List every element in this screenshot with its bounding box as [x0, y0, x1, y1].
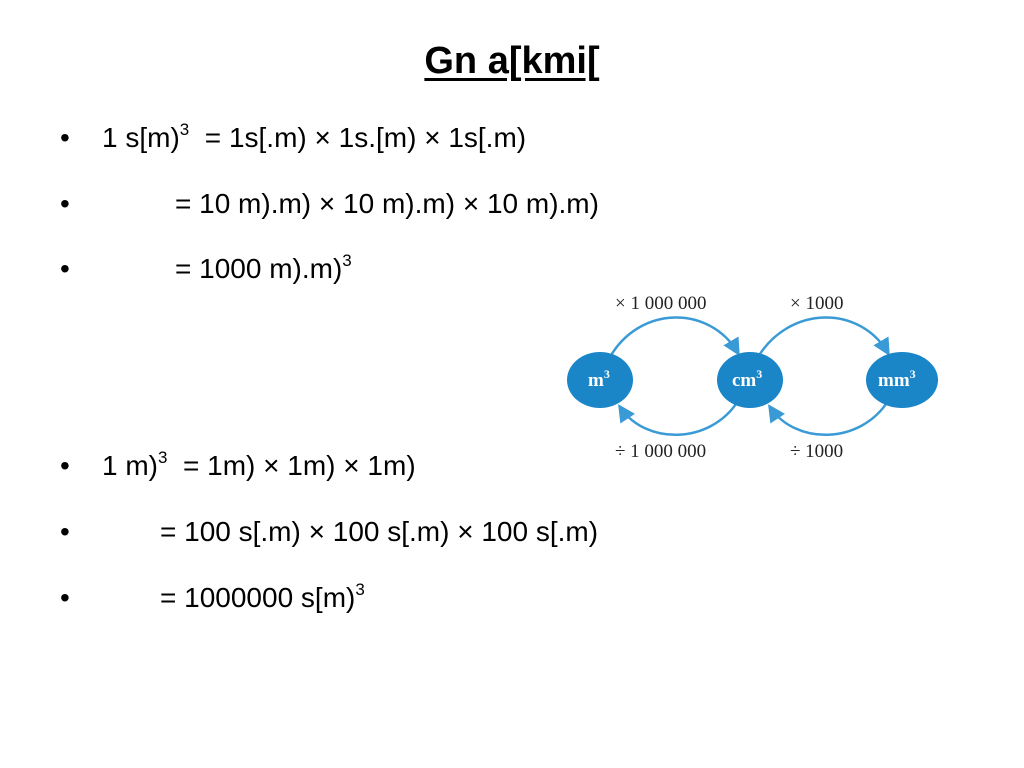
- node-m3-label: m3: [588, 367, 610, 391]
- bullet-text: = 1000 m).m)3: [175, 251, 352, 284]
- bullet-marker: •: [60, 188, 70, 219]
- node-m3: m3: [567, 352, 633, 408]
- bullet-marker: •: [60, 516, 70, 547]
- node-cm3-label: cm3: [732, 367, 762, 391]
- slide-title: Gn a[kmi[: [424, 40, 600, 82]
- bullet-item: • = 1000 m).m)3: [60, 247, 960, 291]
- bullet-item: • = 1000000 s[m)3: [60, 576, 960, 620]
- bullet-marker: •: [60, 450, 70, 481]
- bullet-text: 1 s[m)3 = 1s[.m) × 1s.[m) × 1s[.m): [102, 120, 527, 153]
- conversion-diagram-svg: m3 cm3 mm3 × 1 000 000 × 1000 ÷ 1 000 00…: [567, 293, 938, 462]
- bullet-marker: •: [60, 253, 70, 284]
- node-mm3: mm3: [866, 352, 938, 408]
- bullet-text: = 1000000 s[m)3: [160, 580, 365, 613]
- label-times-1000: × 1000: [790, 293, 843, 314]
- node-cm3: cm3: [717, 352, 783, 408]
- bullet-item: • 1 s[m)3 = 1s[.m) × 1s.[m) × 1s[.m): [60, 116, 960, 160]
- arrow-mm3-to-cm3: [768, 400, 890, 436]
- bullet-marker: •: [60, 582, 70, 613]
- bullet-text: = 100 s[.m) × 100 s[.m) × 100 s[.m): [160, 516, 599, 547]
- bullet-item: • 1 m)3 = 1m) × 1m) × 1m): [60, 444, 960, 488]
- node-mm3-label: mm3: [878, 367, 916, 391]
- label-divide-1000: ÷ 1000: [790, 441, 843, 462]
- label-times-1000000: × 1 000 000: [615, 293, 706, 314]
- unit-conversion-diagram: m3 cm3 mm3 × 1 000 000 × 1000 ÷ 1 000 00…: [560, 285, 950, 470]
- arrow-cm3-to-m3: [618, 400, 740, 436]
- bullet-text: 1 m)3 = 1m) × 1m) × 1m): [102, 448, 416, 481]
- bullet-item: • = 100 s[.m) × 100 s[.m) × 100 s[.m): [60, 510, 960, 554]
- bullet-text: = 10 m).m) × 10 m).m) × 10 m).m): [175, 188, 599, 219]
- arrow-m3-to-cm3: [608, 316, 740, 358]
- bullet-item: • = 10 m).m) × 10 m).m) × 10 m).m): [60, 182, 960, 226]
- label-divide-1000000: ÷ 1 000 000: [615, 441, 706, 462]
- bullet-marker: •: [60, 122, 70, 153]
- arrow-cm3-to-mm3: [756, 316, 890, 358]
